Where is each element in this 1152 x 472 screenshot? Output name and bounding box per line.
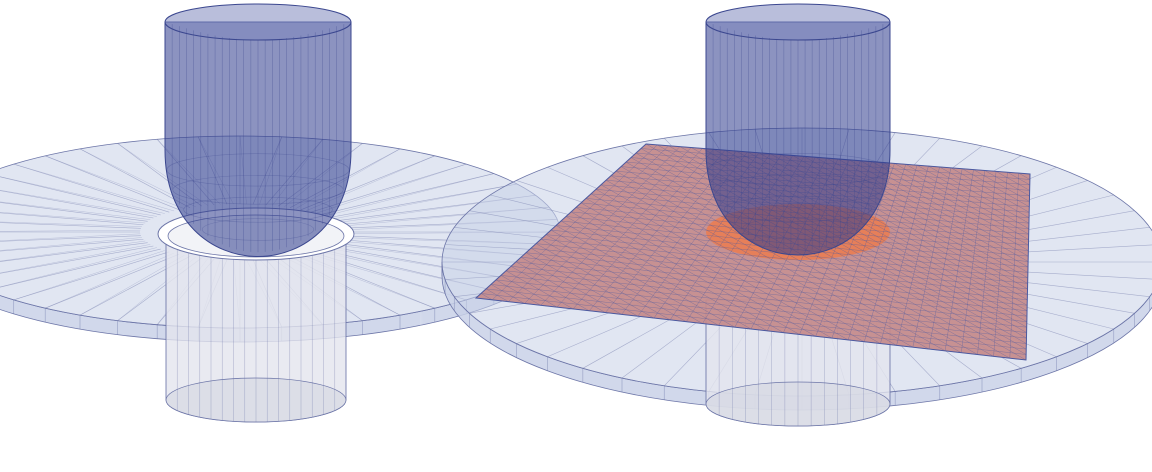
plate-spoke <box>0 190 154 219</box>
plate-spoke <box>0 221 142 227</box>
plate-spoke <box>0 176 165 214</box>
punch-latitude <box>707 153 889 187</box>
plate-spoke <box>0 244 151 274</box>
plate-spoke <box>13 251 170 301</box>
left-render-svg <box>0 0 576 472</box>
punch-latitude <box>183 196 333 223</box>
plate-spoke <box>0 233 141 241</box>
plate-spoke <box>0 189 157 217</box>
plate-spoke <box>0 222 141 229</box>
plate-spoke <box>0 237 142 251</box>
plate-spoke <box>45 155 185 209</box>
punch-left <box>164 3 352 257</box>
panel-right-with-blank <box>430 0 1152 472</box>
die-cylinder-bottom <box>165 377 347 423</box>
punch-latitude <box>166 153 350 187</box>
plate-spoke <box>0 247 157 288</box>
punch-latitude <box>172 175 344 205</box>
plate-spoke <box>0 176 161 216</box>
plate-spoke <box>45 252 175 309</box>
plate-spoke <box>0 212 146 224</box>
punch-latitude <box>742 217 854 240</box>
plate-spoke <box>0 235 141 242</box>
plate-spoke <box>13 163 170 213</box>
punch-top-face <box>164 3 352 41</box>
plate-spoke <box>45 155 180 211</box>
die-cylinder-bottom <box>705 381 891 427</box>
plate-spoke <box>13 250 165 301</box>
plate-spoke <box>0 212 144 226</box>
plate-spoke <box>79 148 191 209</box>
plate-spoke <box>0 202 148 222</box>
plate-spoke <box>0 201 151 220</box>
punch-right <box>705 3 891 256</box>
punch-latitude <box>201 218 315 241</box>
right-render-svg <box>441 3 1152 427</box>
plate-spoke <box>0 248 161 288</box>
plate-spoke <box>13 163 175 212</box>
punch-latitude <box>713 174 883 204</box>
plate-spoke <box>0 229 141 232</box>
plate-spoke <box>0 238 144 252</box>
panel-left-no-blank <box>0 0 576 472</box>
punch-top-face <box>705 3 891 41</box>
plate-spoke <box>45 253 180 309</box>
punch-latitude <box>724 195 872 222</box>
plate-spoke <box>0 240 146 262</box>
punch-body <box>705 21 891 256</box>
plate-spoke <box>0 242 148 262</box>
plate-spoke <box>0 245 154 274</box>
punch-body <box>164 21 352 257</box>
